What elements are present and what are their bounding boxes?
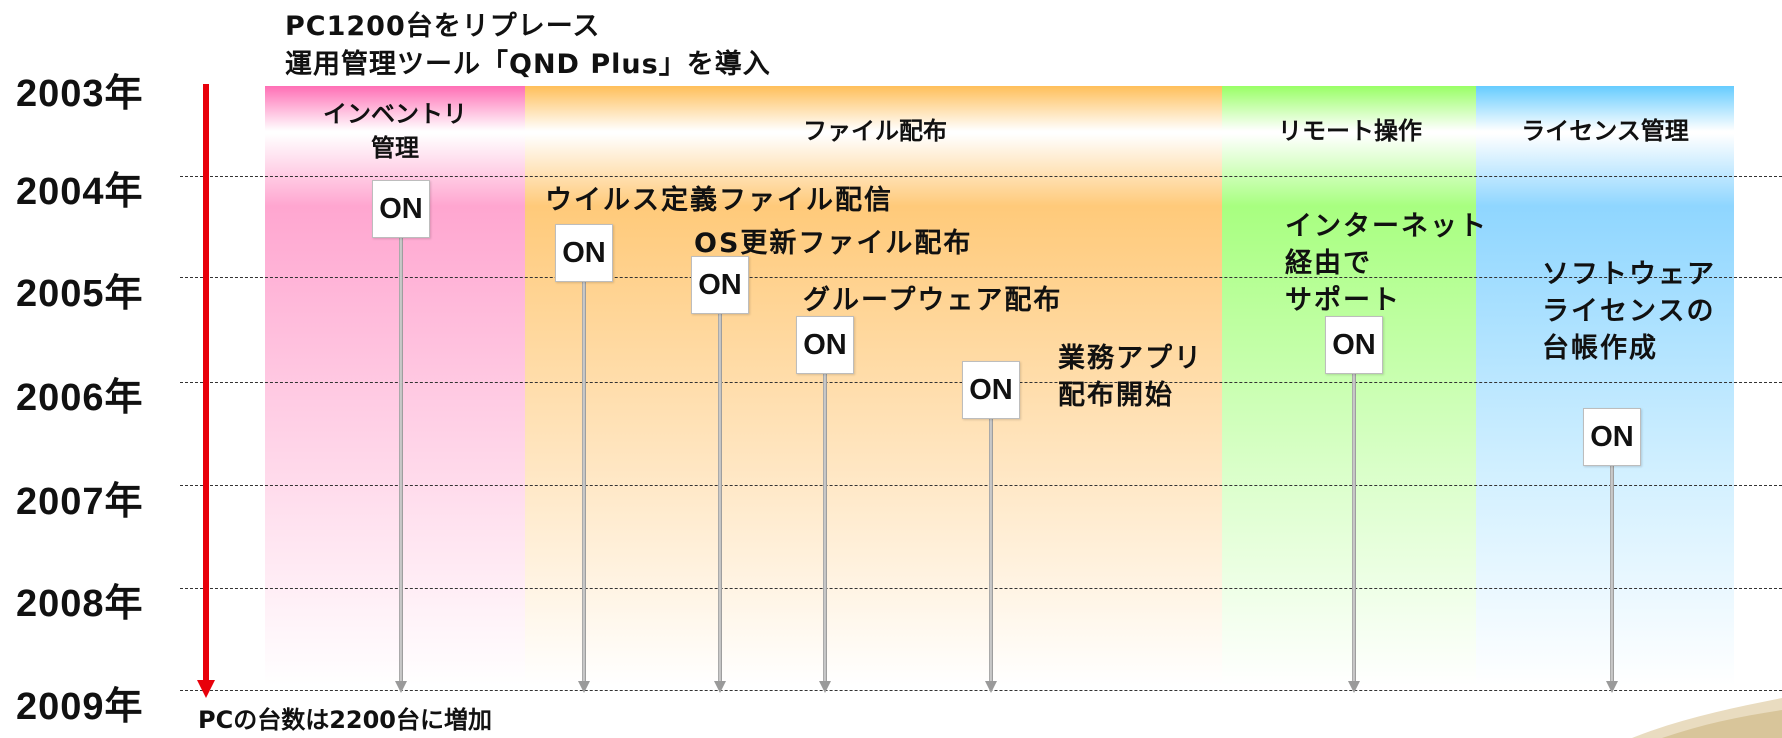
stem-arrow-software-ledger bbox=[1606, 464, 1618, 693]
event-label-virus: ウイルス定義ファイル配信 bbox=[545, 185, 893, 216]
stem-arrow-business-app bbox=[985, 417, 997, 693]
on-box-internet-support: ON bbox=[1325, 316, 1383, 374]
header-line-2: 運用管理ツール「QND Plus」を導入 bbox=[285, 49, 771, 80]
gridline-2005 bbox=[180, 277, 1782, 278]
header-line-1: PC1200台をリプレース bbox=[285, 11, 601, 42]
event-label-internet-support: インターネット 経由で サポート bbox=[1285, 211, 1488, 316]
gridline-2007 bbox=[180, 485, 1782, 486]
decorative-swoosh-icon bbox=[1632, 698, 1782, 738]
on-box-business-app: ON bbox=[962, 361, 1020, 419]
column-title-remote: リモート操作 bbox=[1278, 117, 1422, 145]
year-label-2005: 2005年 bbox=[16, 273, 144, 315]
gridline-2004 bbox=[180, 176, 1782, 177]
footer-note: PCの台数は2200台に増加 bbox=[198, 706, 492, 734]
column-remote: リモート操作 bbox=[1222, 86, 1478, 686]
event-label-groupware: グループウェア配布 bbox=[803, 285, 1063, 316]
on-box-software-ledger: ON bbox=[1583, 408, 1641, 466]
year-label-2003: 2003年 bbox=[16, 73, 144, 115]
year-label-2004: 2004年 bbox=[16, 171, 144, 213]
stem-arrow-virus bbox=[578, 280, 590, 693]
column-file-distribution: ファイル配布 bbox=[525, 86, 1225, 686]
on-box-os: ON bbox=[691, 256, 749, 314]
stem-arrow-groupware bbox=[819, 372, 831, 693]
column-license: ライセンス管理 bbox=[1476, 86, 1734, 686]
on-box-groupware: ON bbox=[796, 316, 854, 374]
header: PC1200台をリプレース 運用管理ツール「QND Plus」を導入 bbox=[285, 8, 771, 84]
on-box-inventory: ON bbox=[372, 180, 430, 238]
column-title-file-distribution: ファイル配布 bbox=[803, 117, 947, 145]
gridline-2009 bbox=[180, 690, 1782, 691]
column-title-inventory: インベントリ 管理 bbox=[323, 100, 467, 162]
event-label-os: OS更新ファイル配布 bbox=[694, 228, 973, 259]
event-label-business-app: 業務アプリ 配布開始 bbox=[1058, 343, 1203, 411]
year-label-2009: 2009年 bbox=[16, 686, 144, 728]
year-label-2006: 2006年 bbox=[16, 377, 144, 419]
year-label-2007: 2007年 bbox=[16, 481, 144, 523]
timeline-arrow-icon bbox=[197, 84, 215, 698]
year-label-2008: 2008年 bbox=[16, 583, 144, 625]
event-label-software-ledger: ソフトウェア ライセンスの 台帳作成 bbox=[1542, 259, 1716, 364]
column-title-license: ライセンス管理 bbox=[1521, 117, 1689, 145]
gridline-2008 bbox=[180, 588, 1782, 589]
stem-arrow-os bbox=[714, 312, 726, 693]
on-box-virus: ON bbox=[555, 224, 613, 282]
stem-arrow-internet-support bbox=[1348, 372, 1360, 693]
stem-arrow-inventory bbox=[395, 238, 407, 693]
